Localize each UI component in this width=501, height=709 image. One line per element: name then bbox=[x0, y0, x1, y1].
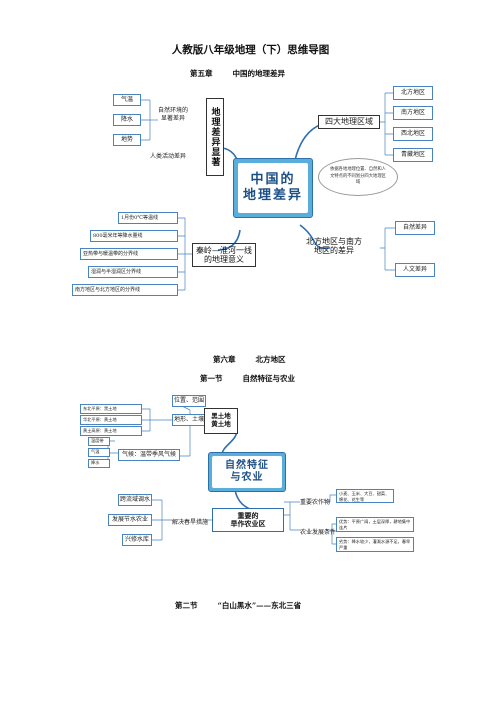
leaf-terrain: 地势 bbox=[113, 134, 141, 146]
qinling-item-5: 南方地区与北方地区的分界线 bbox=[72, 284, 178, 296]
branch-qinling-line2: 的地理意义 bbox=[204, 255, 244, 265]
branch-four-regions: 四大地理区域 bbox=[318, 115, 380, 129]
climate-item-precipitation: 降水 bbox=[88, 459, 110, 468]
region-south: 南方地区 bbox=[393, 106, 433, 120]
branch-geographic-differences-text: 地理差异显著 bbox=[209, 107, 220, 167]
natural-difference-label: 自然环境的 显著差异 bbox=[158, 107, 188, 123]
section2-number: 第二节 bbox=[175, 601, 198, 610]
black-yellow-land-node: 黑土地 黄土地 bbox=[204, 408, 238, 434]
leaf-precipitation: 降水 bbox=[113, 114, 141, 126]
region-qingzang: 青藏地区 bbox=[393, 148, 433, 162]
leaf-temperature: 气温 bbox=[113, 94, 141, 106]
yellow-land-text: 黄土地 bbox=[211, 420, 231, 428]
branch-ns-line2: 地区的差异 bbox=[314, 246, 354, 256]
qinling-item-2: 800毫米年等降水量线 bbox=[90, 230, 178, 242]
dry-farming-line2: 旱作农业区 bbox=[230, 519, 266, 528]
qinling-item-4: 湿润与半湿润区分界线 bbox=[88, 266, 178, 278]
branch-ns-line1: 北方地区与南方 bbox=[306, 237, 362, 246]
black-land-text: 黑土地 bbox=[211, 412, 231, 421]
section1-heading: 第一节 自然特征与农业 bbox=[200, 373, 295, 384]
disadvantage-note: 劣势：降水较少，灌溉水源不足，春旱严重 bbox=[336, 537, 414, 552]
section2-heading: 第二节 “白山黑水”——东北三省 bbox=[175, 600, 301, 611]
climate-item-temperature: 气温 bbox=[88, 448, 110, 457]
advantage-note: 优势：平原广阔，土层深厚，耕地集中连片 bbox=[336, 517, 414, 532]
disadvantage-note-text: 劣势：降水较少，灌溉水源不足，春旱严重 bbox=[339, 539, 411, 550]
chapter5-number: 第五章 bbox=[190, 69, 213, 78]
chapter6-number: 第六章 bbox=[213, 355, 236, 364]
qinling-item-1: 1月份0℃等温线 bbox=[118, 212, 178, 224]
chapter6-heading: 第六章 北方地区 bbox=[213, 354, 286, 365]
measure-water-transfer: 跨流域调水 bbox=[118, 494, 152, 506]
branch-qinling-line1: 秦岭—淮河一线 bbox=[196, 246, 252, 255]
region-northwest: 西北地区 bbox=[393, 127, 433, 141]
ns-human-difference: 人文差异 bbox=[395, 263, 435, 277]
qinling-item-3: 亚热带与暖温带的分界线 bbox=[80, 248, 178, 260]
chapter6-center-node: 自然特征 与农业 bbox=[208, 452, 286, 492]
section2-title: “白山黑水”——东北三省 bbox=[217, 601, 302, 610]
chapter5-center-node: 中国的 地理差异 bbox=[233, 158, 313, 218]
terrain-item-2: 华北平原：黄土地 bbox=[80, 415, 142, 425]
important-crops-label: 重要农作物 bbox=[300, 499, 331, 506]
location-range-box: 位置、范围 bbox=[172, 395, 206, 407]
measure-water-saving: 发展节水农业 bbox=[108, 514, 152, 526]
climate-item-temperature-zone: 温度带 bbox=[88, 437, 110, 446]
section1-number: 第一节 bbox=[200, 374, 223, 383]
ch6-center-line2: 与农业 bbox=[230, 472, 264, 483]
ns-natural-difference: 自然差异 bbox=[395, 221, 435, 235]
human-difference-label: 人类活动差异 bbox=[150, 153, 187, 160]
center-line1: 中国的 bbox=[250, 171, 296, 187]
chapter6-title: 北方地区 bbox=[255, 355, 286, 364]
farming-conditions-label: 农业发展条件 bbox=[300, 529, 337, 536]
dry-farming-node: 重要的 旱作农业区 bbox=[212, 508, 284, 532]
natural-difference-line1: 自然环境的 bbox=[158, 107, 189, 114]
terrain-soil-box: 地形、土壤 bbox=[172, 414, 206, 426]
region-division-note-text: 依据各地地理位置、自然和人文特点的不同划分四大地理区域 bbox=[330, 167, 386, 186]
spring-drought-measures-label: 解决春旱措施 bbox=[172, 519, 209, 526]
center-line2: 地理差异 bbox=[242, 188, 303, 203]
ch6-center-line1: 自然特征 bbox=[225, 459, 269, 471]
region-north: 北方地区 bbox=[393, 86, 433, 100]
document-title: 人教版八年级地理（下）思维导图 bbox=[171, 44, 330, 56]
crops-note-text: 小麦、玉米、大豆、甜菜、棉花、花生等 bbox=[339, 491, 390, 502]
crops-note: 小麦、玉米、大豆、甜菜、棉花、花生等 bbox=[336, 489, 394, 503]
dry-farming-line1: 重要的 bbox=[237, 510, 259, 520]
section1-title: 自然特征与农业 bbox=[242, 374, 296, 383]
chapter5-heading: 第五章 中国的地理差异 bbox=[190, 68, 285, 79]
chapter5-title: 中国的地理差异 bbox=[232, 69, 286, 78]
measure-reservoir: 兴修水库 bbox=[122, 534, 152, 546]
advantage-note-text: 优势：平原广阔，土层深厚，耕地集中连片 bbox=[339, 519, 411, 530]
natural-difference-line2: 显著差异 bbox=[161, 115, 186, 123]
terrain-item-1: 东北平原：黑土地 bbox=[80, 404, 142, 414]
climate-box: 气候：温带季风气候 bbox=[118, 449, 180, 461]
region-division-note: 依据各地地理位置、自然和人文特点的不同划分四大地理区域 bbox=[318, 158, 398, 196]
terrain-item-3: 黄土高原：黄土地 bbox=[80, 426, 142, 436]
branch-north-south-difference: 北方地区与南方 地区的差异 bbox=[306, 237, 362, 255]
branch-geographic-differences: 地理差异显著 bbox=[206, 98, 224, 176]
branch-qinling-huaihe: 秦岭—淮河一线 的地理意义 bbox=[192, 243, 256, 268]
